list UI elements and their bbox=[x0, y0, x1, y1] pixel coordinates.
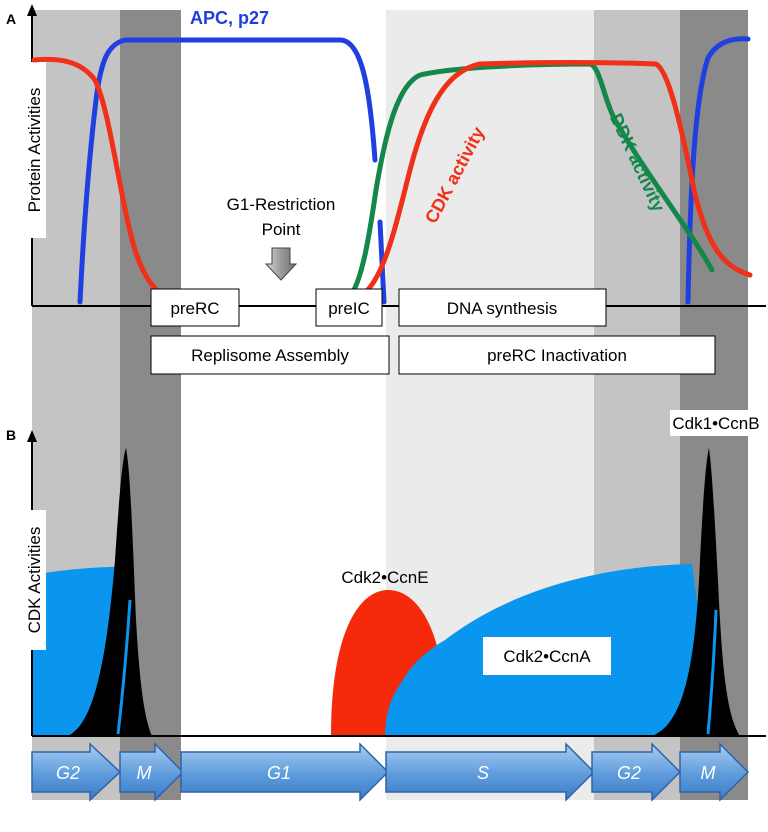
phase-label-g2-right: G2 bbox=[617, 763, 641, 783]
panel-b-letter: B bbox=[6, 427, 16, 443]
phase-label-g1: G1 bbox=[267, 763, 291, 783]
phase-label-m-left: M bbox=[137, 763, 152, 783]
prerc-box bbox=[150, 288, 240, 327]
replisome-assembly-box bbox=[150, 335, 390, 375]
cdk1-ccnb-right-spike bbox=[652, 448, 740, 736]
cdk2-ccne-label: Cdk2•CcnE bbox=[341, 568, 428, 587]
panel-a-ylabel-bg bbox=[20, 62, 46, 238]
phase-arrow-g1 bbox=[180, 742, 390, 802]
cdk1-ccnb-left-inner bbox=[116, 599, 132, 735]
phase-label-g2-left: G2 bbox=[56, 763, 80, 783]
apc-p27-curve-left bbox=[77, 37, 378, 305]
ddk-activity-curve bbox=[342, 61, 715, 305]
cdk-activity-curve-left bbox=[31, 56, 184, 305]
phase-labels: G2 M G1 S G2 M bbox=[56, 763, 716, 783]
phase-arrow-s bbox=[385, 742, 596, 802]
restriction-point-line2: Point bbox=[262, 220, 301, 239]
panel-a-y-axis-label: Protein Activities bbox=[25, 88, 44, 213]
phase-arrow-row bbox=[31, 742, 750, 802]
panel-b-y-axis-label: CDK Activities bbox=[25, 527, 44, 634]
cdk1-ccnb-left-spike bbox=[68, 448, 152, 736]
prerc-label: preRC bbox=[170, 299, 219, 318]
apc-p27-label: APC, p27 bbox=[190, 8, 269, 28]
cdk1-ccnb-label-bg bbox=[670, 410, 762, 436]
panel-b-ylabel-bg bbox=[20, 510, 46, 650]
phase-arrow-g2-left bbox=[31, 742, 122, 802]
replisome-assembly-label: Replisome Assembly bbox=[191, 346, 349, 365]
panel-a-letter: A bbox=[6, 11, 16, 27]
dna-synthesis-label: DNA synthesis bbox=[447, 299, 558, 318]
process-boxes bbox=[150, 288, 716, 375]
preic-label: preIC bbox=[328, 299, 370, 318]
dna-synthesis-box bbox=[398, 288, 607, 327]
cdk1-ccnb-right-inner bbox=[706, 609, 718, 735]
restriction-point-arrow-icon bbox=[264, 247, 298, 281]
panel-a-y-arrow bbox=[27, 4, 37, 16]
panel-b-y-arrow bbox=[27, 430, 37, 442]
prerc-inactivation-box bbox=[398, 335, 716, 375]
cdk2-ccna-rise-stroke bbox=[385, 652, 442, 737]
phase-arrow-m-right bbox=[679, 742, 750, 802]
cdk1-ccnb-label: Cdk1•CcnB bbox=[672, 414, 759, 433]
cdk2-ccna-label-bg bbox=[483, 637, 611, 675]
prerc-inactivation-label: preRC Inactivation bbox=[487, 346, 627, 365]
panel-a-curves bbox=[31, 36, 753, 305]
preic-box bbox=[315, 288, 383, 327]
phase-label-m-right: M bbox=[701, 763, 716, 783]
restriction-point-line1: G1-Restriction bbox=[227, 195, 336, 214]
cdk2-ccna-label: Cdk2•CcnA bbox=[503, 647, 591, 666]
phase-label-s: S bbox=[477, 763, 489, 783]
phase-arrow-m-left bbox=[119, 742, 185, 802]
phase-arrow-g2-right bbox=[591, 742, 682, 802]
cdk-activity-curve-right bbox=[342, 60, 753, 305]
